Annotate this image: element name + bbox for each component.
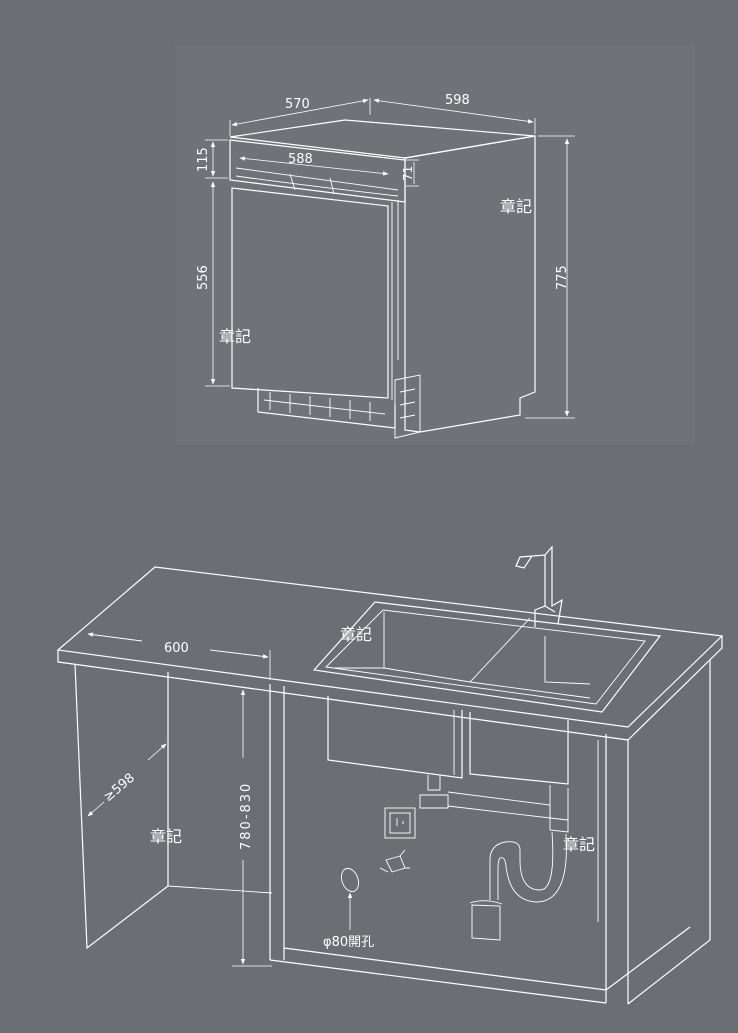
countertop-edge [57,636,723,741]
handle-line [235,175,399,197]
sink-rim [312,601,662,713]
handle-grips [289,173,335,195]
faucet [515,545,563,627]
cabinet-drawing: φ80開孔 600 ≥598 780-830 章記 章記 章記 [56,545,724,1005]
base-grille [263,392,386,421]
dim-height-label: 780-830 [239,782,254,850]
sink-inner-rim [325,609,646,705]
countertop-front [57,661,629,741]
cabinet-front-right [605,734,629,1004]
sink-left-bowl [335,612,531,683]
power-outlet [384,807,416,839]
dim-775-label: 775 [555,265,570,290]
drain-pipe-cross [447,791,551,819]
cabinet-floor-left [167,885,273,894]
power-outlet-inner [389,812,411,834]
dim-588-line [239,156,389,176]
countertop-top [56,566,724,728]
stamp-cabinet-left: 章記 [150,827,182,846]
cabinet-right-back [627,660,711,1005]
dim-570-ext [229,98,371,136]
base-corner-bracket [394,374,421,439]
dim-588-label: 588 [288,152,313,167]
sink-left-basin [327,696,463,779]
cabinet-floor [269,926,691,1004]
dim-115-label: 115 [196,147,211,172]
dim-556-label: 556 [196,265,211,290]
cabinet-divider [269,684,285,960]
dim-775-ext [525,135,575,419]
power-outlet-slots [396,818,404,826]
drain-trap [489,831,567,903]
bracket-details [399,388,416,419]
dim-598-arrow-down [87,801,105,817]
dim-depth-label: ≥598 [101,771,138,805]
dim-71-label: 71 [401,166,415,181]
dim-600-arrow-right [209,649,269,659]
dim-71-ext [406,159,419,187]
water-valve [379,849,410,873]
dim-600-arrow-left [87,632,143,642]
sink-right-bowl [469,636,591,699]
hole-ellipse [340,867,360,893]
dim-600-label: 600 [164,641,189,656]
drain-pipe-right [549,785,569,833]
drain-pipe-left [419,775,449,809]
stamp-sink: 章記 [340,625,372,644]
stamp-appliance-left: 章記 [219,327,251,346]
stamp-appliance-right: 章記 [500,197,532,216]
top-panel-background [175,45,695,445]
dishwasher-drawing: 570 598 588 71 115 556 775 章記 章記 [175,45,695,445]
sink-right-basin [469,712,569,785]
hole-label: φ80開孔 [323,935,374,950]
dim-598-line [373,98,534,124]
dim-570-line [231,98,369,127]
door-frame-lines [391,200,399,400]
dim-115-ext [205,139,228,179]
stamp-cabinet-right: 章記 [563,835,595,854]
dishwasher-door [231,187,389,399]
dim-570-label: 570 [285,97,310,112]
dim-598-label: 598 [445,93,470,108]
dim-598-arrow-up [147,743,167,761]
dishwasher-side [404,135,536,433]
cabinet-left-panel [74,663,169,950]
drain-outlet [469,900,503,941]
